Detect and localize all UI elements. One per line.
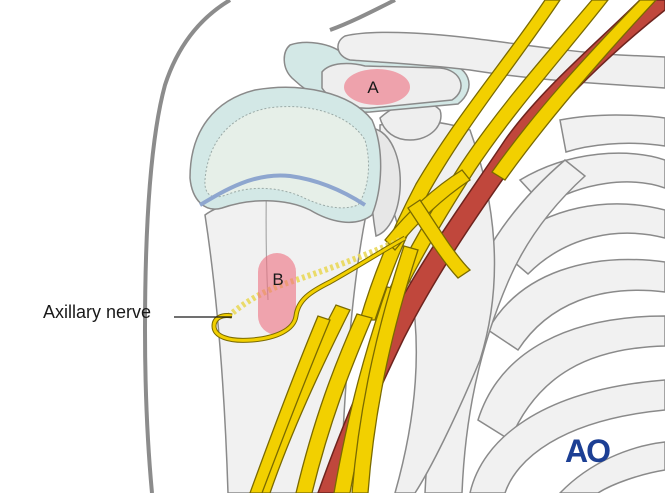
ao-logo-text: AO: [565, 433, 610, 469]
brachial-plexus: [249, 0, 657, 493]
body-outline: [142, 0, 232, 493]
region-b-label: B: [272, 270, 283, 289]
growth-plate: [198, 173, 367, 207]
nerve-branch-e: [249, 315, 331, 493]
rib-6: [469, 379, 665, 493]
region-a-highlight: [344, 69, 410, 105]
axillary-nerve-label: Axillary nerve: [43, 302, 151, 322]
nerve-crossing: [384, 169, 471, 251]
rib-4: [487, 258, 665, 352]
nerve-crossing-2: [407, 199, 472, 279]
humeral-head: [189, 86, 382, 223]
region-a-label: A: [367, 78, 379, 97]
region-b-highlight: [258, 253, 296, 335]
nerve-branch-c: [351, 245, 419, 493]
nerve-branch-a: [295, 313, 373, 493]
axillary-nerve-hook-fill: [212, 236, 406, 342]
rib-5: [477, 315, 665, 442]
neck-outline: [329, 0, 396, 32]
ao-logo: AO: [565, 433, 612, 469]
rib-1: [559, 114, 665, 153]
nerve-cord-3: [491, 0, 657, 181]
